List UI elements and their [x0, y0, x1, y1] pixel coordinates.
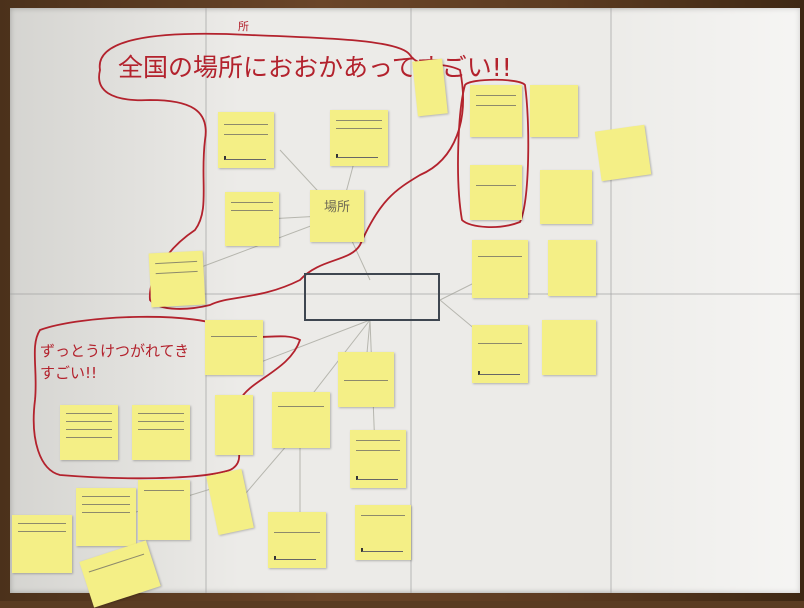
sticky-note: [76, 488, 136, 546]
sticky-note: [412, 58, 448, 117]
sticky-note: [350, 430, 406, 488]
sticky-note: [355, 505, 411, 560]
sticky-note: [330, 110, 388, 166]
sticky-note: [60, 405, 118, 460]
sticky-note: [272, 392, 330, 448]
paper-fold: [205, 8, 207, 593]
sticky-note: [472, 240, 528, 298]
headline-handwriting: 全国の場所におおかあってすごい!!: [118, 53, 512, 82]
bottom-left-handwriting: ずっとうけつがれてきすごい!!: [40, 342, 190, 382]
sticky-note: [338, 352, 394, 407]
sticky-note: [470, 85, 522, 137]
sticky-note: [530, 85, 578, 137]
headline-ruby-handwriting: 所: [238, 20, 249, 33]
paper-highlight: [600, 8, 800, 593]
sticky-note: [268, 512, 326, 568]
sticky-note: [215, 395, 253, 455]
paper-fold: [610, 8, 612, 593]
sticky-note: [12, 515, 72, 573]
sticky-note: [540, 170, 592, 224]
sticky-note: [218, 112, 274, 168]
sticky-note: [205, 320, 263, 375]
sticky-note: [138, 480, 190, 540]
sticky-note: [472, 325, 528, 383]
center-topic-box: [304, 273, 440, 321]
paper-fold: [10, 293, 800, 295]
sticky-note: [542, 320, 596, 375]
sticky-note: [148, 250, 206, 308]
sticky-note: [132, 405, 190, 460]
sticky-note: [548, 240, 596, 296]
paper-fold: [410, 8, 412, 593]
sticky-note: [225, 192, 279, 246]
sticky-note: [470, 165, 522, 220]
sticky-note-center: 場所: [310, 190, 364, 242]
sticky-note: [594, 124, 652, 182]
